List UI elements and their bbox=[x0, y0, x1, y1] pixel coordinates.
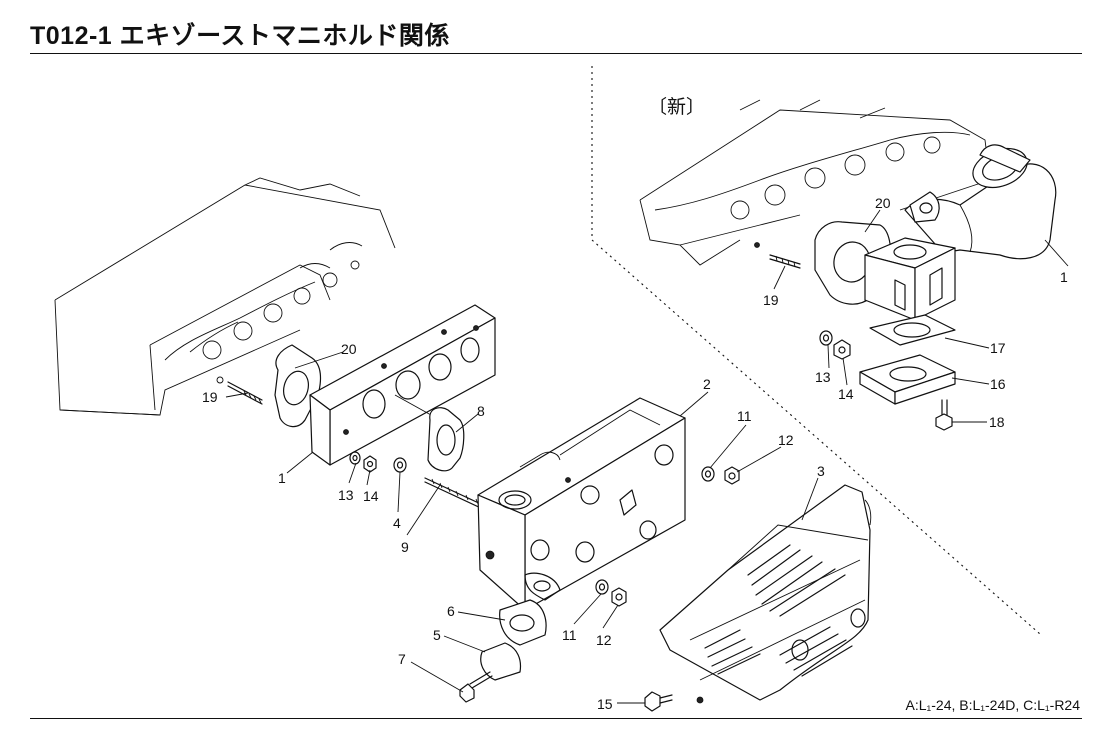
leader-lines bbox=[225, 209, 1069, 704]
washer-13-right bbox=[819, 330, 833, 346]
callout-14-left: 14 bbox=[363, 488, 379, 504]
callout-6: 6 bbox=[447, 603, 455, 619]
manifold-1-left bbox=[309, 304, 496, 466]
gasket-8 bbox=[427, 407, 465, 472]
callout-11-lower: 11 bbox=[562, 627, 577, 643]
nut-14-right bbox=[833, 339, 851, 360]
page-title: T012-1 エキゾーストマニホルド関係 bbox=[30, 22, 450, 50]
nut-12-lower bbox=[611, 587, 627, 607]
manifold-1-right bbox=[864, 144, 1057, 321]
callout-4: 4 bbox=[393, 515, 401, 531]
callout-15: 15 bbox=[597, 696, 613, 712]
callout-19-new: 19 bbox=[763, 292, 779, 308]
washer-11-lower bbox=[595, 579, 609, 595]
callout-13-left: 13 bbox=[338, 487, 354, 503]
title-rule bbox=[30, 53, 1082, 54]
gasket-20-left bbox=[274, 344, 322, 428]
callout-3: 3 bbox=[817, 463, 825, 479]
stud-19-right bbox=[769, 254, 801, 269]
callout-13-new: 13 bbox=[815, 369, 831, 385]
washer-4 bbox=[393, 457, 407, 473]
callout-18: 18 bbox=[989, 414, 1005, 430]
callout-20-left: 20 bbox=[341, 341, 357, 357]
flange-16 bbox=[859, 354, 956, 405]
callout-14-new: 14 bbox=[838, 386, 854, 402]
inset-label: 〔新〕 bbox=[648, 96, 705, 118]
callout-11-upper: 11 bbox=[737, 408, 752, 424]
manifold-2 bbox=[477, 397, 686, 611]
callout-16: 16 bbox=[990, 376, 1006, 392]
callout-20-new: 20 bbox=[875, 195, 891, 211]
callout-5: 5 bbox=[433, 627, 441, 643]
washer-13-left bbox=[349, 451, 361, 465]
callout-2: 2 bbox=[703, 376, 711, 392]
cylinder-head-left bbox=[54, 177, 396, 416]
bolt-7 bbox=[459, 671, 493, 703]
callout-8: 8 bbox=[477, 403, 485, 419]
callout-12-lower: 12 bbox=[596, 632, 612, 648]
stud-19-left bbox=[227, 381, 263, 405]
callout-19-left: 19 bbox=[202, 389, 218, 405]
bottom-rule bbox=[30, 718, 1082, 719]
nut-12-upper bbox=[724, 466, 740, 485]
gasket-6 bbox=[499, 599, 547, 646]
bolt-18 bbox=[935, 399, 953, 431]
bolt-15 bbox=[644, 691, 673, 712]
cover-plate-5 bbox=[480, 642, 522, 681]
callout-7: 7 bbox=[398, 651, 406, 667]
washer-11-upper bbox=[701, 466, 715, 482]
callout-17: 17 bbox=[990, 340, 1006, 356]
inset-boundary bbox=[591, 66, 1041, 635]
applicable-models: A:L₁-24, B:L₁-24D, C:L₁-R24 bbox=[905, 697, 1080, 713]
callout-9: 9 bbox=[401, 539, 409, 555]
heat-shield-3 bbox=[659, 484, 872, 704]
callout-1-left: 1 bbox=[278, 470, 286, 486]
callout-1-new: 1 bbox=[1060, 269, 1068, 285]
callout-12-upper: 12 bbox=[778, 432, 794, 448]
gasket-17 bbox=[869, 314, 956, 346]
cylinder-head-right bbox=[639, 99, 991, 266]
nut-14-left bbox=[363, 455, 377, 473]
